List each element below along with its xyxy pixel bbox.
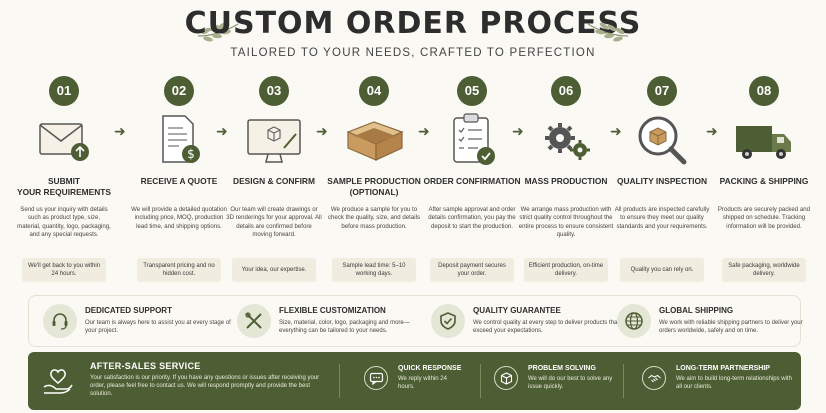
after-sales-item-description: We will do our best to solve any issue q…: [528, 376, 613, 390]
svg-text:$: $: [187, 147, 195, 161]
after-sales-description: Your satisfaction is our priority. If yo…: [90, 375, 320, 397]
step-2: 02 $ RECEIVE A QUOTE We will provide a d…: [131, 72, 227, 290]
step-7: 07 QUALITY INSPECTION All products are i…: [614, 72, 710, 290]
step-1: 01 SUBMIT YOUR REQUIREMENTS Send us your…: [16, 72, 112, 290]
arrow-right-icon: ➜: [418, 123, 430, 139]
step-number: 08: [749, 76, 779, 106]
step-8: 08 PACKING & SHIPPING Products are secur…: [716, 72, 812, 290]
step-number: 03: [259, 76, 289, 106]
delivery-truck-icon: [736, 126, 791, 159]
design-monitor-icon: [247, 119, 301, 163]
step-note: Quality you can rely on.: [620, 258, 704, 282]
sample-box-icon: [346, 121, 404, 161]
step-title: DESIGN & CONFIRM: [233, 176, 315, 186]
after-sales-item-title: QUICK RESPONSE: [398, 365, 462, 372]
after-sales-item-title: LONG-TERM PARTNERSHIP: [676, 365, 770, 372]
divider: [623, 364, 624, 398]
step-number: 01: [49, 76, 79, 106]
globe-icon: [625, 312, 643, 330]
laurel-left-icon: [197, 22, 239, 42]
laurel-right-icon: [587, 22, 629, 42]
header: CUSTOM ORDER PROCESS TAILORED TO YOUR NE…: [0, 0, 826, 64]
quote-document-icon: $: [162, 115, 200, 163]
clipboard-check-icon: [453, 113, 495, 165]
step-note: Transparent pricing and no hidden cost.: [137, 258, 221, 282]
step-note: Safe packaging, worldwide delivery.: [722, 258, 806, 282]
feature-description: We control quality at every step to deli…: [473, 320, 619, 334]
step-number: 07: [647, 76, 677, 106]
after-sales-item-title: PROBLEM SOLVING: [528, 365, 596, 372]
page-subtitle: TAILORED TO YOUR NEEDS, CRAFTED TO PERFE…: [230, 47, 596, 59]
feature-description: We work with reliable shipping partners …: [659, 320, 803, 334]
after-sales-title: AFTER-SALES SERVICE: [90, 361, 201, 371]
feature-title: QUALITY GUARANTEE: [473, 306, 561, 315]
step-description: We produce a sample for you to check the…: [327, 206, 421, 230]
step-note: We'll get back to you within 24 hours.: [22, 258, 106, 282]
divider: [480, 364, 481, 398]
step-title: SUBMIT YOUR REQUIREMENTS: [17, 176, 111, 197]
step-note: Efficient production, on-time delivery.: [524, 258, 608, 282]
step-description: Our team will create drawings or 3D rend…: [226, 206, 322, 238]
arrow-right-icon: ➜: [706, 123, 718, 139]
feature-title: FLEXIBLE CUSTOMIZATION: [279, 306, 386, 315]
step-title: RECEIVE A QUOTE: [140, 176, 218, 186]
feature-description: Size, material, color, logo, packaging a…: [279, 320, 410, 334]
arrow-right-icon: ➜: [610, 123, 622, 139]
page-title: CUSTOM ORDER PROCESS: [184, 6, 642, 41]
arrow-right-icon: ➜: [316, 123, 328, 139]
step-description: After sample approval and order details …: [428, 206, 516, 230]
step-description: We arrange mass production with strict q…: [518, 206, 614, 238]
step-note: Your idea, our expertise.: [232, 258, 316, 282]
step-title: QUALITY INSPECTION: [616, 176, 708, 186]
step-number: 04: [359, 76, 389, 106]
step-3: 03 DESIGN & CONFIRM Our team will create…: [226, 72, 322, 290]
step-description: All products are inspected carefully to …: [614, 206, 710, 230]
magnifier-box-icon: [638, 116, 687, 165]
handshake-icon: [648, 374, 661, 383]
step-number: 02: [164, 76, 194, 106]
step-note: Deposit payment secures your order.: [430, 258, 514, 282]
arrow-right-icon: ➜: [114, 123, 126, 139]
after-sales-item-description: We aim to build long-term relationships …: [676, 376, 792, 390]
step-title: MASS PRODUCTION: [524, 176, 608, 186]
step-description: Send us your inquiry with details such a…: [17, 206, 111, 238]
step-description: Products are securely packed and shipped…: [717, 206, 811, 230]
step-number: 06: [551, 76, 581, 106]
step-description: We will provide a detailed quotation inc…: [131, 206, 227, 230]
arrow-right-icon: ➜: [512, 123, 524, 139]
envelope-upload-icon: [39, 123, 89, 161]
tools-icon: [245, 312, 262, 329]
feature-title: GLOBAL SHIPPING: [659, 306, 734, 315]
after-sales-band: AFTER-SALES SERVICE Your satisfaction is…: [28, 352, 801, 410]
cube-icon: [500, 372, 513, 385]
gears-icon: [545, 123, 590, 160]
step-title: ORDER CONFIRMATION: [423, 176, 521, 186]
chat-bubble-icon: [369, 372, 384, 386]
heart-hands-icon: [43, 369, 73, 394]
features-panel: DEDICATED SUPPORT Our team is always her…: [28, 295, 803, 347]
shield-check-icon: [440, 312, 456, 330]
arrow-right-icon: ➜: [216, 123, 228, 139]
divider: [339, 364, 340, 398]
step-5: 05 ORDER CONFIRMATION After sample appro…: [423, 72, 521, 290]
feature-description: Our team is always here to assist you at…: [85, 320, 231, 334]
step-number: 05: [457, 76, 487, 106]
step-note: Sample lead time: 5–10 working days.: [332, 258, 416, 282]
step-4: 04 SAMPLE PRODUCTION (OPTIONAL) We produ…: [326, 72, 422, 290]
feature-title: DEDICATED SUPPORT: [85, 306, 172, 315]
headset-icon: [52, 313, 68, 330]
process-steps: 01 SUBMIT YOUR REQUIREMENTS Send us your…: [0, 72, 826, 290]
step-title: SAMPLE PRODUCTION (OPTIONAL): [327, 176, 421, 197]
after-sales-item-description: We reply within 24 hours.: [398, 376, 447, 390]
step-title: PACKING & SHIPPING: [719, 176, 809, 186]
step-6: 06 MASS PRODUCTION We arrange mass produ…: [518, 72, 614, 290]
